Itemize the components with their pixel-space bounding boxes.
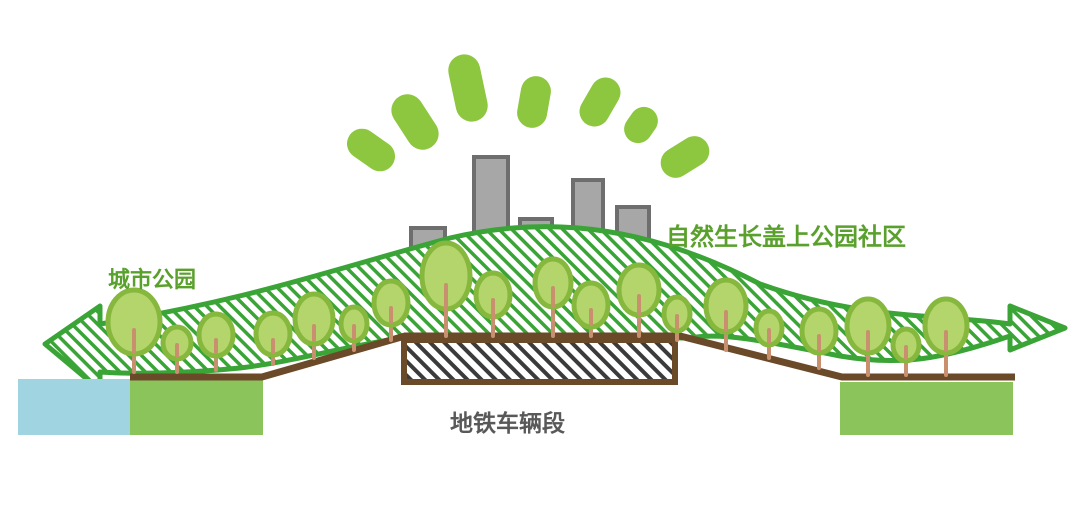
- sun-ray-4: [517, 76, 551, 128]
- trees: [105, 240, 970, 377]
- tree-17: [844, 296, 892, 377]
- tree-18: [890, 326, 922, 377]
- sun-ray-6: [624, 106, 658, 144]
- sun-ray-1: [346, 128, 396, 172]
- ground-line: [130, 332, 1015, 381]
- sun-ray-7: [660, 136, 710, 178]
- tree-12: [616, 262, 662, 338]
- tree-8: [419, 240, 473, 338]
- tree-5: [292, 291, 336, 360]
- sun-ray-5: [579, 77, 621, 127]
- tree-7: [371, 278, 411, 342]
- tree-4: [253, 310, 293, 366]
- tree-2: [160, 324, 194, 374]
- ground-right: [840, 382, 1013, 435]
- cover-park-community-label: 自然生长盖上公园社区: [666, 223, 906, 251]
- tree-16: [799, 306, 839, 370]
- tree-11: [571, 280, 611, 338]
- tree-3: [196, 311, 236, 372]
- tree-1: [105, 287, 163, 374]
- tree-6: [338, 304, 370, 352]
- tree-19: [922, 296, 970, 377]
- tree-10: [532, 256, 574, 338]
- water: [18, 379, 130, 435]
- city-park-label: 城市公园: [108, 268, 197, 293]
- subway-depot-label: 地铁车辆段: [450, 411, 565, 437]
- sun-ray-2: [391, 94, 439, 150]
- tree-9: [473, 270, 513, 338]
- subway-depot-box: [401, 337, 678, 385]
- ground-left: [130, 379, 263, 435]
- sun-rays: [346, 54, 710, 178]
- tree-14: [703, 277, 749, 352]
- tree-13: [661, 294, 693, 342]
- tree-15: [753, 308, 785, 360]
- sun-ray-3: [448, 54, 488, 122]
